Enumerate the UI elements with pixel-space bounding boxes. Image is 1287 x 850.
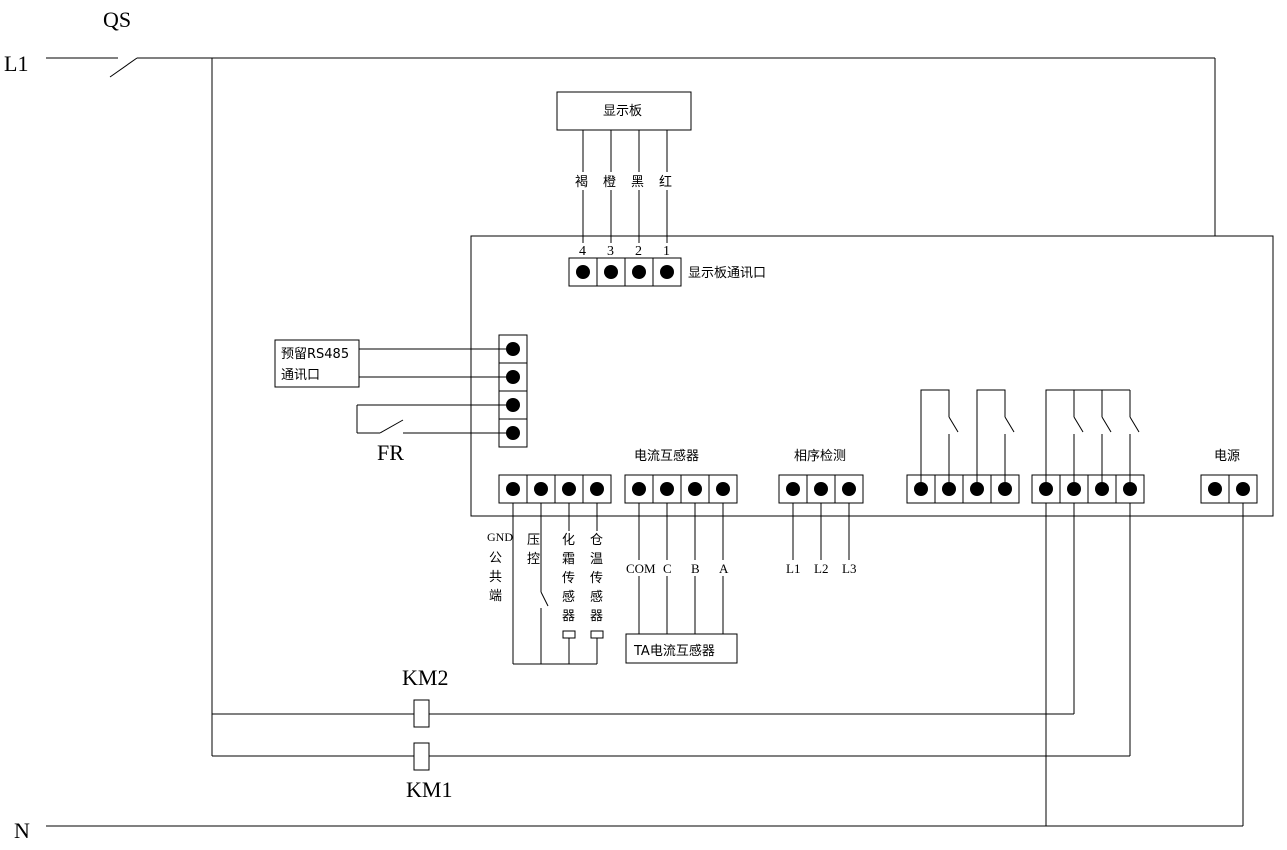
phase-pin-l3: L3 [842, 561, 856, 576]
pressure-char-1: 压 [527, 533, 540, 548]
phase-title: 相序检测 [794, 449, 846, 464]
defrost-char-1: 化 [562, 533, 575, 548]
common-char-2: 共 [489, 570, 502, 585]
km2-label: KM2 [402, 665, 448, 690]
common-char-3: 端 [489, 589, 502, 604]
ct-pin-c: C [663, 561, 672, 576]
ct-terminal-block [624, 474, 738, 504]
ct-pin-b: B [691, 561, 700, 576]
wire-color-brown: 褐 [575, 175, 588, 190]
ct-title: 电流互感器 [634, 448, 699, 464]
fr-label: FR [377, 440, 404, 465]
phase-pin-l2: L2 [814, 561, 828, 576]
pressure-char-2: 控 [527, 552, 540, 567]
fr-contact [356, 404, 506, 434]
storage-char-2: 温 [590, 552, 603, 567]
storage-char-3: 传 [590, 571, 603, 586]
defrost-char-2: 霜 [562, 552, 575, 567]
wire-color-orange: 橙 [603, 175, 616, 190]
defrost-char-5: 器 [562, 609, 575, 624]
display-board-label: 显示板 [603, 104, 642, 119]
pin-number-2: 2 [635, 244, 642, 259]
rs485-label-line1: 预留RS485 [281, 347, 349, 362]
phase-pin-l1: L1 [786, 561, 800, 576]
wire-color-black: 黑 [631, 175, 644, 190]
ct-pin-a: A [719, 561, 729, 576]
relay-contacts-b [1045, 389, 1140, 482]
km2-coil [413, 699, 430, 728]
rs485-box [274, 339, 360, 388]
defrost-char-4: 感 [562, 589, 575, 605]
pin-number-1: 1 [663, 244, 670, 259]
sensor-wires [512, 503, 604, 665]
km1-label: KM1 [406, 777, 452, 802]
defrost-char-3: 传 [562, 571, 575, 586]
l1-label: L1 [4, 51, 28, 76]
relay-terminal-block-a [906, 474, 1020, 504]
storage-char-1: 仓 [590, 533, 603, 548]
sensor-terminal-block [498, 474, 612, 504]
relay-contacts-a [920, 389, 1015, 482]
ct-pin-com: COM [626, 561, 656, 576]
common-char-1: 公 [489, 551, 502, 566]
phase-wires [792, 503, 850, 560]
wire-color-red: 红 [659, 174, 672, 190]
ta-ct-label: TA电流互感器 [633, 643, 715, 659]
display-board-box [556, 91, 692, 131]
km1-coil [413, 742, 430, 771]
rs485-label-line2: 通讯口 [281, 368, 320, 383]
display-wires [582, 130, 668, 243]
ta-ct-box [625, 633, 738, 664]
storage-char-5: 器 [590, 609, 603, 624]
display-comm-terminal [568, 257, 682, 287]
n-label: N [14, 818, 30, 843]
storage-char-4: 感 [590, 589, 603, 605]
pin-number-3: 3 [607, 244, 614, 259]
power-title: 电源 [1214, 449, 1240, 464]
ct-wires [638, 503, 724, 634]
rs485-wires [359, 348, 506, 378]
relay-terminal-block-b [1031, 474, 1145, 504]
power-terminal-block [1200, 474, 1258, 504]
contactor-lines [212, 503, 1244, 826]
pin-number-4: 4 [579, 244, 586, 259]
left-terminal-block [498, 334, 528, 448]
gnd-label: GND [487, 530, 513, 544]
phase-terminal-block [778, 474, 864, 504]
qs-label: QS [103, 7, 131, 32]
display-comm-label: 显示板通讯口 [688, 266, 766, 281]
